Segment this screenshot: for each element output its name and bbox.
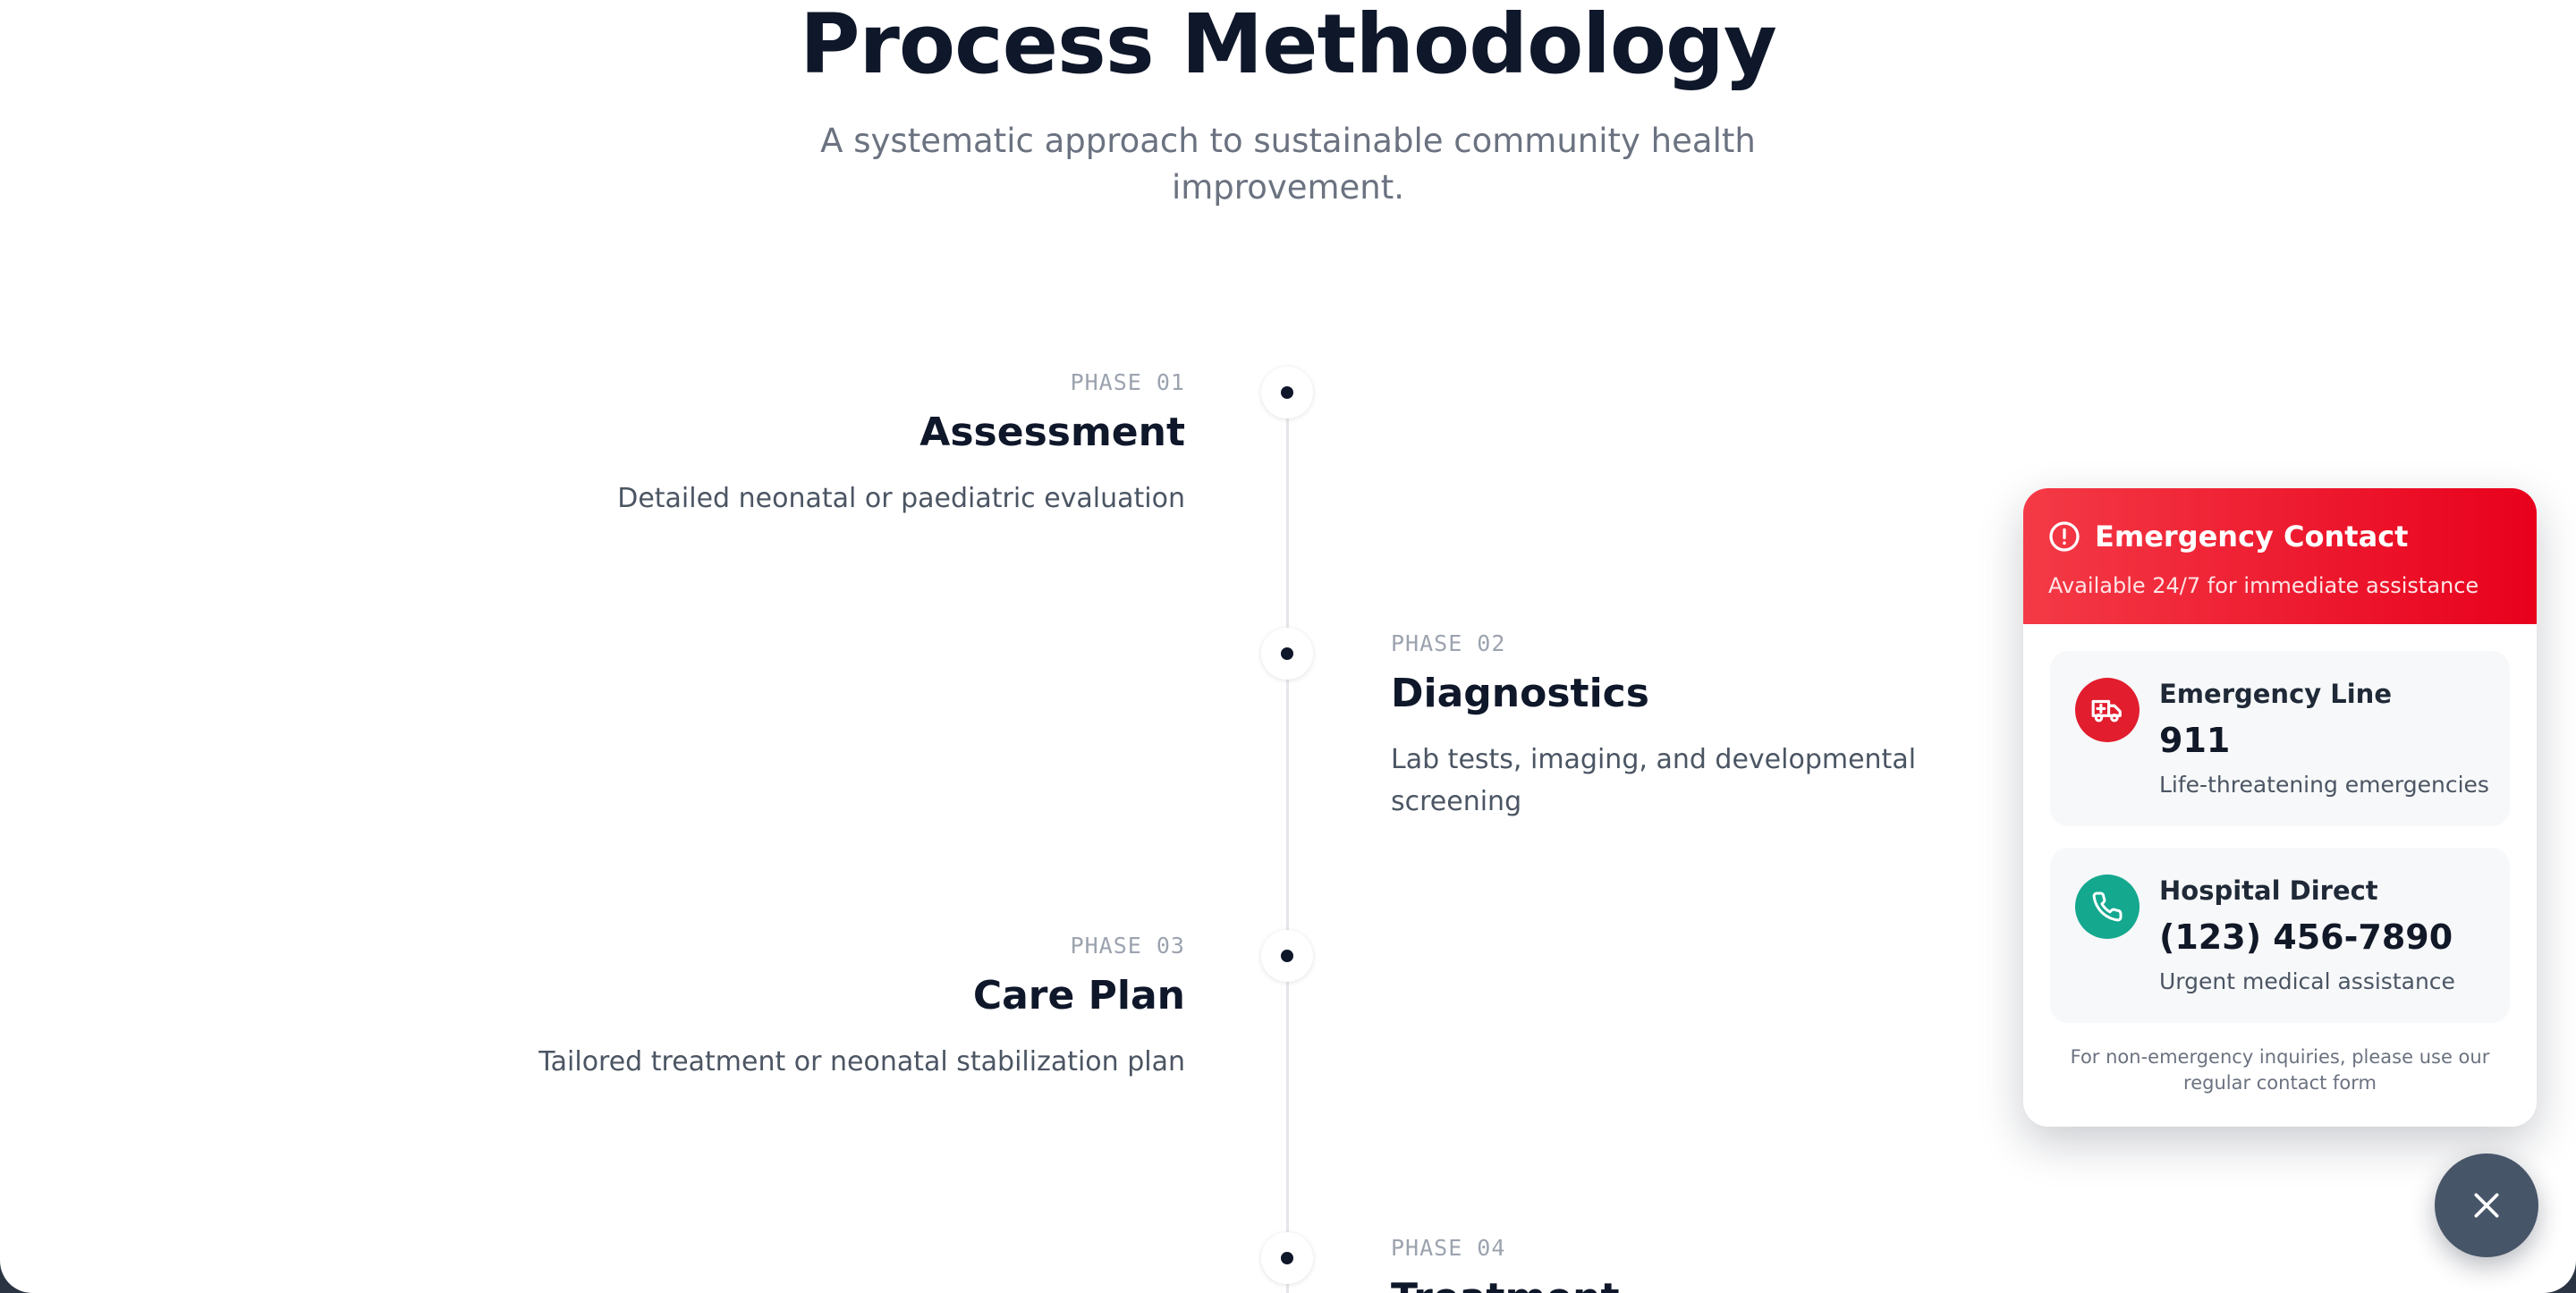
contact-description: Life-threatening emergencies bbox=[2159, 772, 2489, 798]
phase-item: PHASE 03 Care Plan Tailored treatment or… bbox=[487, 930, 1185, 1083]
timeline-line bbox=[1286, 393, 1289, 1293]
close-icon bbox=[2474, 1193, 2499, 1218]
phase-title: Care Plan bbox=[972, 973, 1185, 1018]
phase-label: PHASE 01 bbox=[1070, 369, 1185, 395]
contact-description: Urgent medical assistance bbox=[2159, 968, 2455, 994]
close-button[interactable] bbox=[2435, 1154, 2538, 1257]
timeline-dot bbox=[1261, 930, 1313, 982]
phase-description: Lab tests, imaging, and developmental sc… bbox=[1391, 744, 1917, 817]
phone-icon bbox=[2075, 875, 2140, 939]
section-title: Process Methodology bbox=[800, 0, 1777, 92]
contact-title: Emergency Line bbox=[2159, 679, 2392, 709]
timeline-dot bbox=[1261, 1232, 1313, 1284]
phase-description: Detailed neonatal or paediatric evaluati… bbox=[617, 483, 1185, 514]
phase-item: PHASE 04 Treatment bbox=[1391, 1232, 2089, 1293]
contact-title: Hospital Direct bbox=[2159, 875, 2378, 906]
phase-title: Diagnostics bbox=[1391, 671, 1649, 716]
hospital-direct-card[interactable]: Hospital Direct (123) 456-7890 Urgent me… bbox=[2050, 848, 2510, 1023]
phase-label: PHASE 04 bbox=[1391, 1235, 1506, 1261]
contact-number[interactable]: (123) 456-7890 bbox=[2159, 917, 2453, 957]
emergency-line-card[interactable]: Emergency Line 911 Life-threatening emer… bbox=[2050, 651, 2510, 826]
emergency-panel-subtitle: Available 24/7 for immediate assistance bbox=[2048, 573, 2479, 598]
emergency-panel-footer: For non-emergency inquiries, please use … bbox=[2070, 1046, 2490, 1094]
phase-label: PHASE 02 bbox=[1391, 630, 1506, 656]
phase-item: PHASE 01 Assessment Detailed neonatal or… bbox=[487, 367, 1185, 520]
phase-title: Assessment bbox=[919, 410, 1185, 455]
phase-label: PHASE 03 bbox=[1070, 933, 1185, 959]
emergency-contact-panel: Emergency Contact Available 24/7 for imm… bbox=[2023, 488, 2537, 1127]
contact-number[interactable]: 911 bbox=[2159, 721, 2231, 760]
alert-circle-icon bbox=[2049, 521, 2080, 552]
emergency-panel-title: Emergency Contact bbox=[2095, 520, 2409, 554]
section-subtitle: A systematic approach to sustainable com… bbox=[820, 122, 1756, 207]
timeline-dot bbox=[1261, 367, 1313, 418]
emergency-panel-header: Emergency Contact Available 24/7 for imm… bbox=[2023, 488, 2537, 624]
phase-title: Treatment bbox=[1391, 1273, 2089, 1293]
timeline-dot bbox=[1261, 628, 1313, 680]
phase-description: Tailored treatment or neonatal stabiliza… bbox=[538, 1046, 1185, 1078]
phase-item: PHASE 02 Diagnostics Lab tests, imaging,… bbox=[1391, 628, 2089, 823]
ambulance-icon bbox=[2075, 678, 2140, 742]
